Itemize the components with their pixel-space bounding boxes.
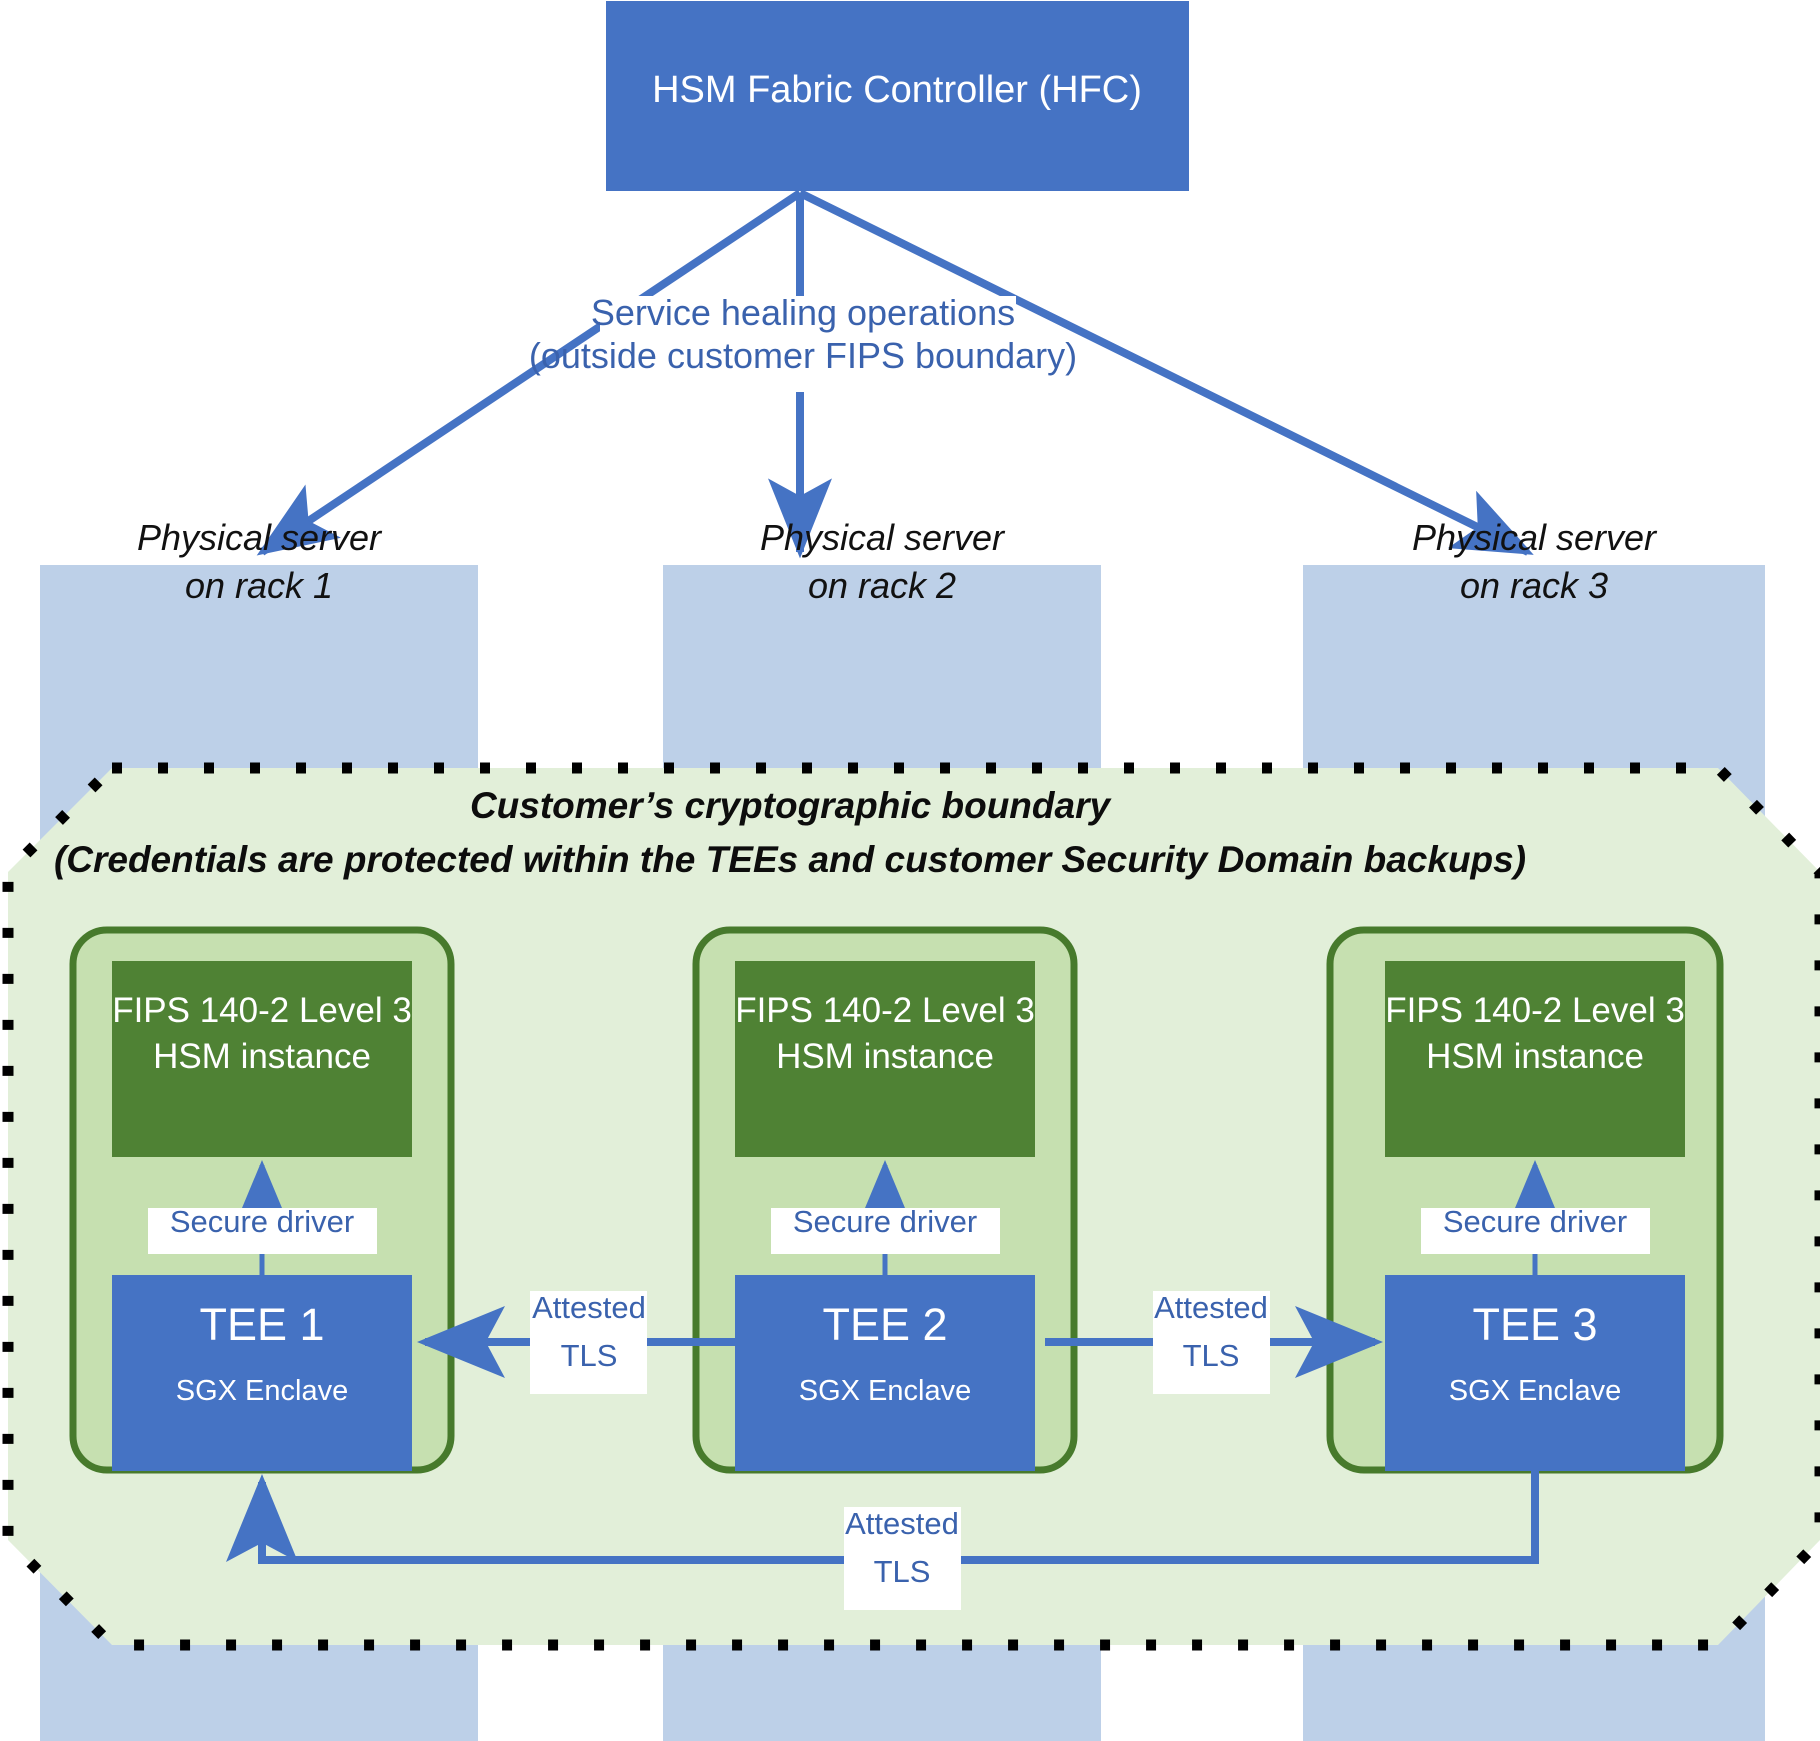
attested-tls-link-1: Attested TLS <box>417 1290 735 1394</box>
tee-3-title: TEE 3 <box>1472 1299 1597 1350</box>
attested-tls-label-backdrop-2 <box>1153 1291 1270 1394</box>
boundary-subtitle: (Credentials are protected within the TE… <box>54 839 1526 880</box>
physical-server-1-line1: Physical server <box>137 517 383 558</box>
tee-box-2[interactable] <box>735 1275 1035 1471</box>
attested-tls-link-3: Attested TLS <box>226 1471 1539 1610</box>
physical-server-3-line2: on rack 3 <box>1460 565 1608 606</box>
attested-tls-link-2: Attested TLS <box>1045 1290 1383 1394</box>
tee-2-title: TEE 2 <box>822 1299 947 1350</box>
physical-server-2-line1: Physical server <box>760 517 1006 558</box>
service-healing-note: Service healing operations (outside cust… <box>529 292 1077 392</box>
hsm-instance-1-line1: FIPS 140-2 Level 3 <box>112 991 412 1030</box>
tee-box-1[interactable] <box>112 1275 412 1471</box>
attested-tls-label-backdrop-3 <box>844 1507 961 1610</box>
secure-driver-label-3: Secure driver <box>1443 1204 1627 1239</box>
attested-tls-2-line1: Attested <box>1154 1290 1268 1325</box>
boundary-title: Customer’s cryptographic boundary <box>470 785 1113 826</box>
hsm-instance-box-1[interactable] <box>112 961 412 1157</box>
hsm-instance-2-line2: HSM instance <box>776 1037 994 1076</box>
hsm-instance-3-line2: HSM instance <box>1426 1037 1644 1076</box>
hsm-instance-1-line2: HSM instance <box>153 1037 371 1076</box>
attested-tls-1-line1: Attested <box>532 1290 646 1325</box>
tee-3-subtitle: SGX Enclave <box>1449 1375 1621 1407</box>
secure-driver-label-backdrop-2 <box>771 1208 1000 1254</box>
healing-note-line2: (outside customer FIPS boundary) <box>529 335 1077 376</box>
attested-tls-1-line2: TLS <box>561 1338 618 1373</box>
physical-server-3-line1: Physical server <box>1412 517 1658 558</box>
secure-driver-label-2: Secure driver <box>793 1204 977 1239</box>
tee-1-title: TEE 1 <box>199 1299 324 1350</box>
attested-tls-label-backdrop-1 <box>530 1291 647 1394</box>
attested-tls-3-line2: TLS <box>874 1554 931 1589</box>
enclave-group-2[interactable]: FIPS 140-2 Level 3 HSM instance Secure d… <box>692 926 1078 1474</box>
secure-driver-label-1: Secure driver <box>170 1204 354 1239</box>
hfc-label: HSM Fabric Controller (HFC) <box>652 69 1142 111</box>
hsm-instance-box-3[interactable] <box>1385 961 1685 1157</box>
attested-tls-3-line1: Attested <box>845 1506 959 1541</box>
attested-tls-2-line2: TLS <box>1183 1338 1240 1373</box>
healing-note-line1: Service healing operations <box>591 292 1015 333</box>
boundary-heading: Customer’s cryptographic boundary (Crede… <box>54 785 1526 880</box>
healing-arrow-left <box>256 189 803 556</box>
hsm-instance-box-2[interactable] <box>735 961 1035 1157</box>
physical-server-1-line2: on rack 1 <box>185 565 333 606</box>
hsm-instance-3-line1: FIPS 140-2 Level 3 <box>1385 991 1685 1030</box>
physical-server-2-line2: on rack 2 <box>808 565 956 606</box>
hsm-instance-2-line1: FIPS 140-2 Level 3 <box>735 991 1035 1030</box>
enclave-group-3[interactable]: FIPS 140-2 Level 3 HSM instance Secure d… <box>1326 926 1724 1474</box>
hfc-box[interactable] <box>606 1 1189 191</box>
tee-1-subtitle: SGX Enclave <box>176 1375 348 1407</box>
enclave-group-1[interactable]: FIPS 140-2 Level 3 HSM instance Secure d… <box>69 926 455 1474</box>
secure-driver-label-backdrop-1 <box>148 1208 377 1254</box>
tee-2-subtitle: SGX Enclave <box>799 1375 971 1407</box>
physical-server-labels: Physical server on rack 1 Physical serve… <box>137 517 1658 606</box>
healing-note-backdrop <box>600 296 1016 392</box>
tee-box-3[interactable] <box>1385 1275 1685 1471</box>
healing-arrow-right <box>798 189 1534 556</box>
secure-driver-label-backdrop-3 <box>1421 1208 1650 1254</box>
hsm-fabric-controller[interactable]: HSM Fabric Controller (HFC) <box>606 1 1189 191</box>
